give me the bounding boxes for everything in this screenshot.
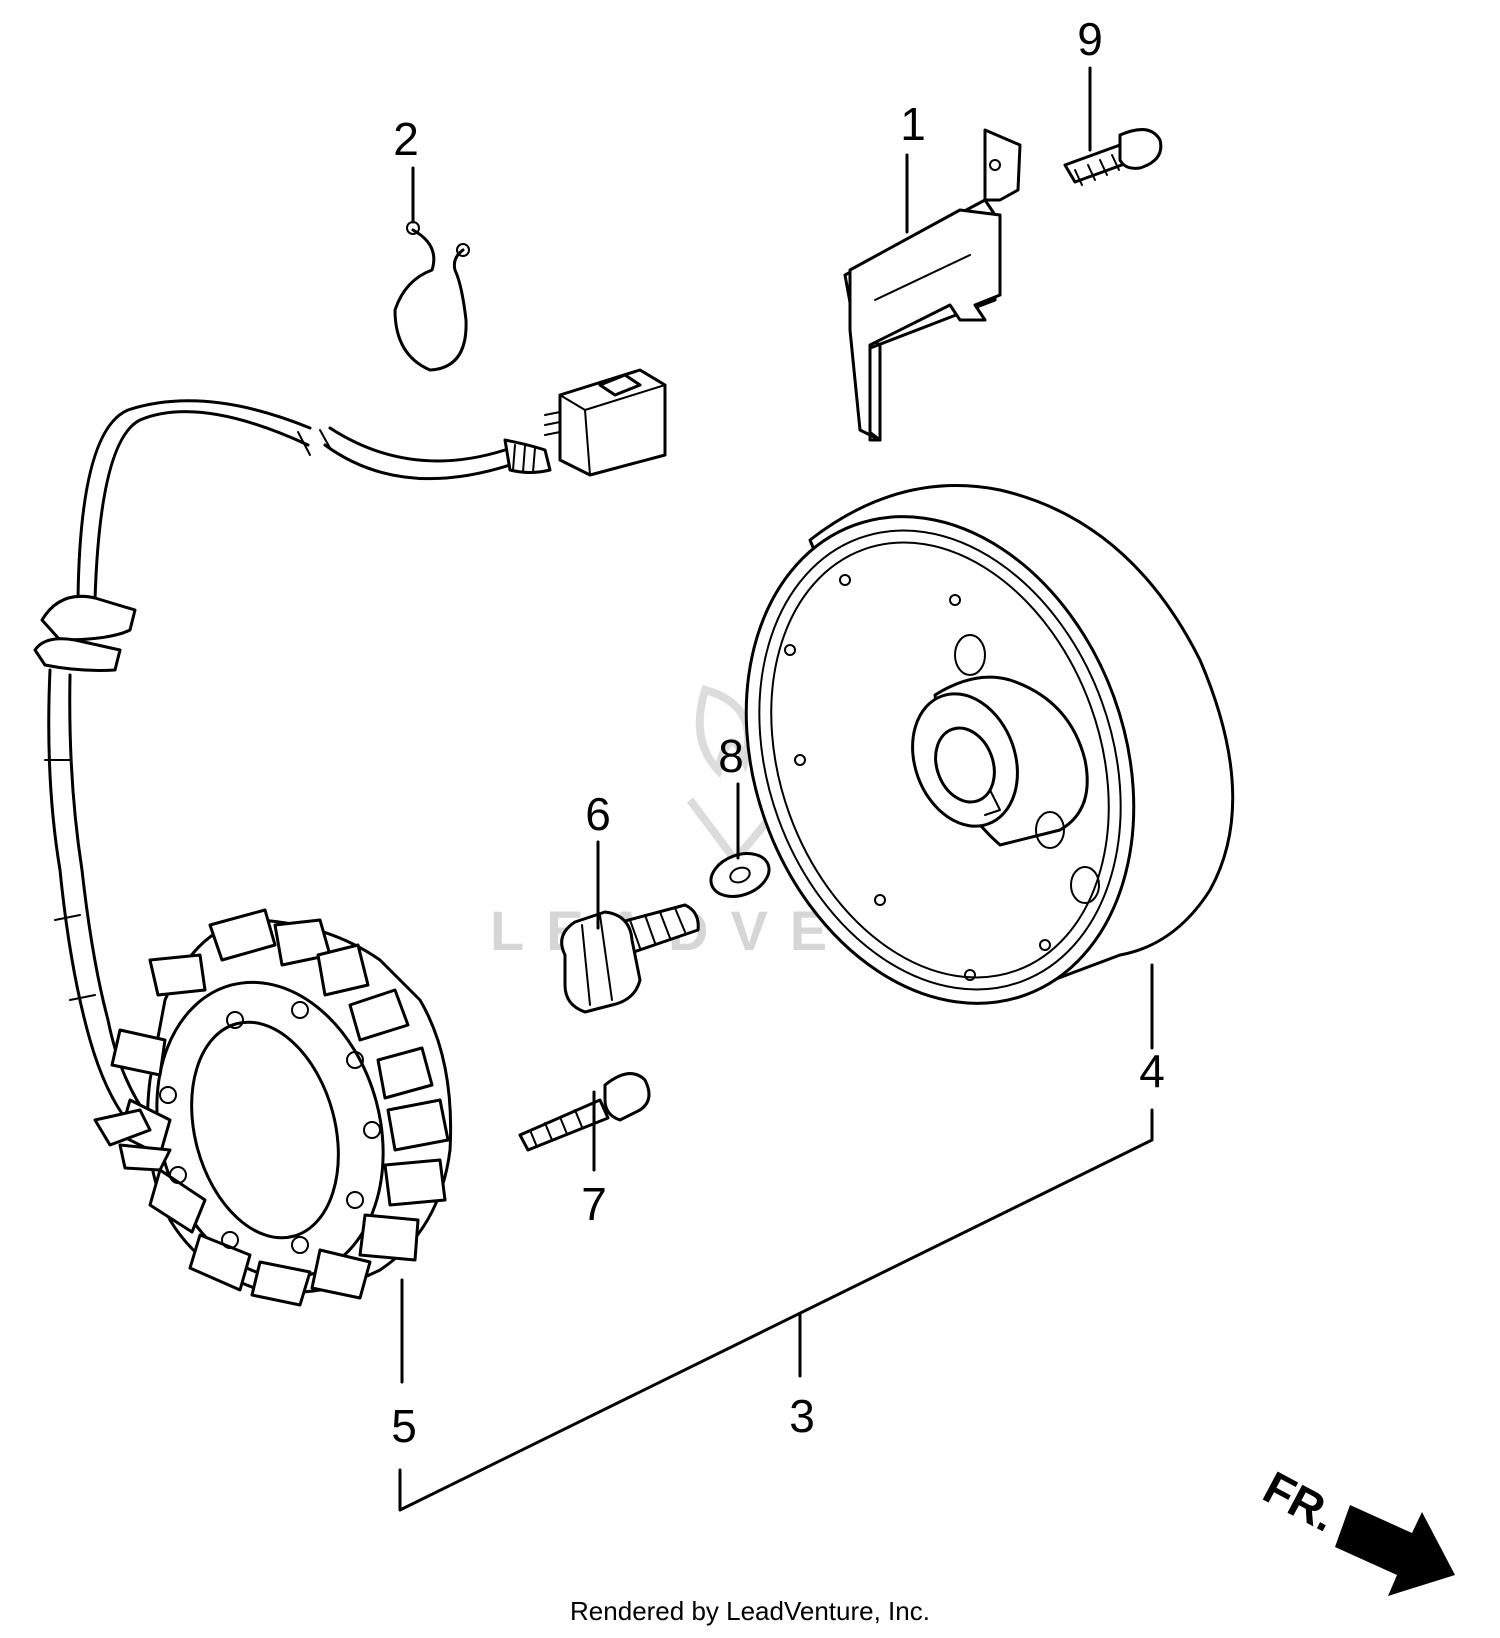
footer-credit: Rendered by LeadVenture, Inc.	[570, 1596, 930, 1626]
part-9-bolt	[1063, 128, 1163, 186]
callout-3: 3	[789, 1390, 815, 1442]
part-5-stator	[93, 908, 453, 1307]
callout-9: 9	[1077, 13, 1103, 65]
stator-poles	[110, 908, 450, 1307]
callout-1: 1	[900, 98, 926, 150]
part-2-clip	[393, 221, 470, 372]
part-8-washer	[709, 852, 771, 898]
callouts: 9 1 2 8 6 4 7 5 3	[391, 13, 1165, 1452]
assembly-bracket-3	[398, 1108, 1154, 1512]
front-direction-indicator: FR.	[1255, 1461, 1455, 1596]
part-6-bolt	[560, 903, 700, 1014]
wire-harness	[33, 368, 667, 1142]
callout-6: 6	[585, 788, 611, 840]
arrow-right-icon	[1335, 1505, 1455, 1596]
leader-lines	[398, 66, 1154, 1512]
part-1-bracket	[843, 128, 1022, 442]
direction-label: FR.	[1255, 1461, 1345, 1542]
stator-holes	[159, 1001, 381, 1254]
callout-4: 4	[1139, 1045, 1165, 1097]
part-4-rotor	[744, 484, 1235, 1005]
callout-5: 5	[391, 1400, 417, 1452]
callout-8: 8	[718, 730, 744, 782]
part-7-screw	[518, 1072, 651, 1152]
callout-7: 7	[581, 1178, 607, 1230]
callout-2: 2	[393, 113, 419, 165]
